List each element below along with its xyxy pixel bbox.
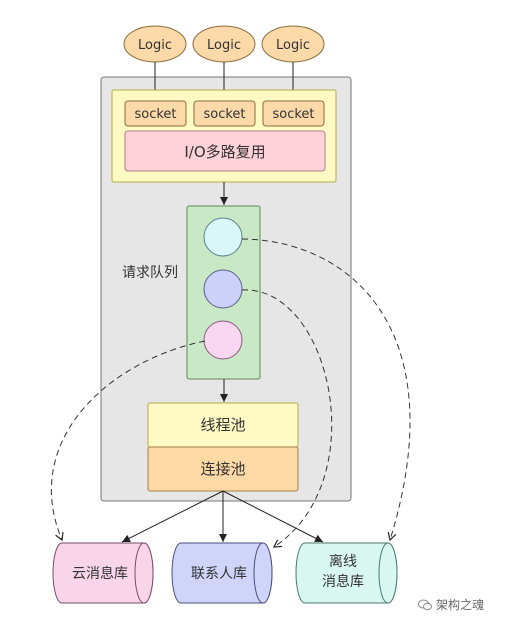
dashed-link-blue-to-contacts: [241, 289, 333, 548]
logic-label: Logic: [138, 38, 172, 53]
request-queue-label: 请求队列: [122, 265, 178, 281]
thread-pool-label: 线程池: [200, 416, 245, 434]
io-multiplexing-box: I/O多路复用: [124, 130, 326, 172]
thread-pool-box: 线程池: [147, 402, 299, 448]
pool-to-cloud-db-arrow: [121, 490, 224, 543]
watermark-text: 架构之魂: [436, 598, 485, 612]
logic-node: Logic: [261, 25, 325, 63]
socket-label: socket: [203, 107, 245, 122]
db-offline-label-line1: 离线: [329, 553, 357, 570]
logic-node: Logic: [192, 25, 256, 63]
db-offline-label-line2: 消息库: [322, 573, 364, 590]
pool-to-offline-db-arrow: [222, 490, 324, 543]
socket-box: socket: [262, 100, 325, 127]
connection-pool-box: 连接池: [147, 446, 299, 492]
socket-label: socket: [272, 107, 314, 122]
logic-label: Logic: [207, 38, 241, 53]
queue-item-cyan: [203, 217, 243, 257]
watermark: 架构之魂: [418, 596, 484, 613]
dashed-link-pink-to-cloud: [50, 340, 206, 542]
io-multiplexing-label: I/O多路复用: [184, 143, 265, 161]
logic-node: Logic: [123, 25, 187, 63]
queue-item-pink: [203, 320, 243, 360]
socket-box: socket: [193, 100, 256, 127]
db-contacts: 联系人库: [171, 542, 273, 604]
db-cloud-message-label: 云消息库: [72, 565, 128, 582]
wechat-icon: [418, 599, 432, 610]
logic-label: Logic: [276, 38, 310, 53]
db-cloud-message: 云消息库: [52, 542, 154, 604]
queue-item-blue: [203, 269, 243, 309]
socket-box: socket: [124, 100, 187, 127]
dashed-link-cyan-to-offline: [241, 238, 411, 542]
socket-label: socket: [134, 107, 176, 122]
db-contacts-label: 联系人库: [191, 566, 247, 582]
connection-pool-label: 连接池: [200, 460, 245, 478]
db-offline-message: 离线 消息库: [295, 542, 398, 604]
